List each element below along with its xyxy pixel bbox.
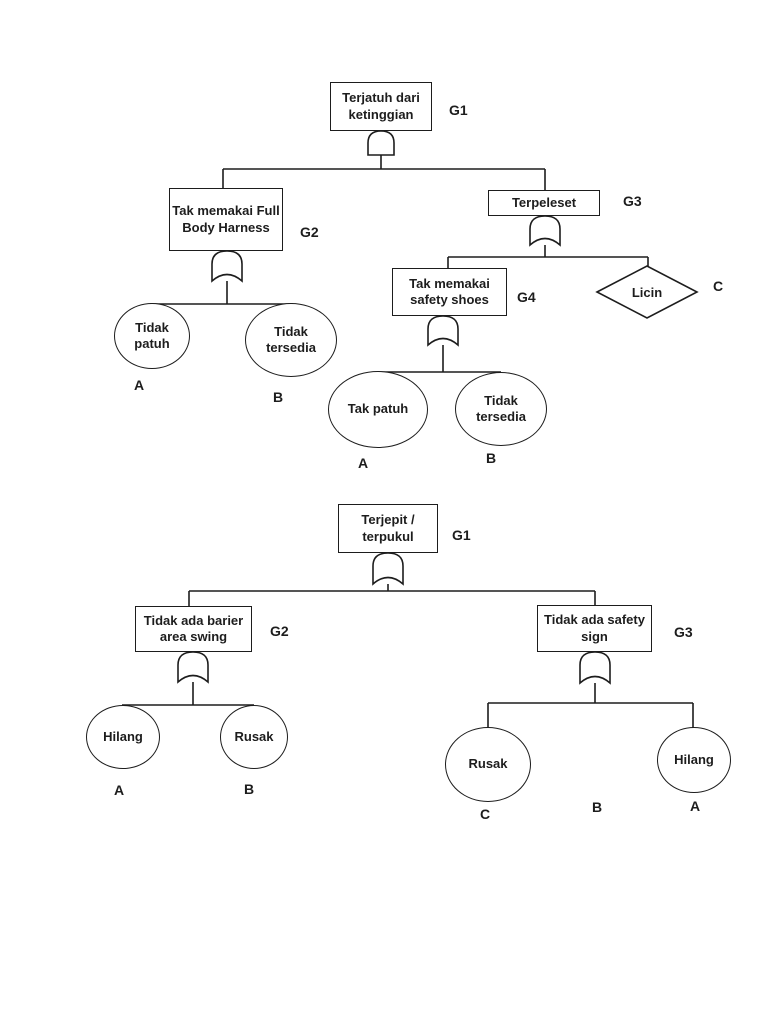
event-code-b: B [486,450,497,466]
undeveloped-event-label-licin: Licin [631,284,663,300]
gate-label-g1: G1 [452,527,471,543]
event-code-a: A [690,798,701,814]
or-gate-icon [427,315,459,347]
or-gate-icon [579,651,611,685]
gate-label-g4: G4 [517,289,536,305]
basic-event-circle-tidak-tersedia: Tidak tersedia [455,372,547,446]
event-code-a: A [134,377,145,393]
or-gate-icon [372,552,404,586]
basic-event-circle-hilang: Hilang [86,705,160,769]
gate-label-g3: G3 [623,193,642,209]
gate-label-g2: G2 [270,623,289,639]
basic-event-circle-rusak: Rusak [445,727,531,802]
event-box-full-body-harness: Tak memakai Full Body Harness [169,188,283,251]
basic-event-circle-tidak-patuh: Tidak patuh [114,303,190,369]
event-code-b-floating: B [592,799,603,815]
event-code-b: B [244,781,255,797]
gate-label-g1: G1 [449,102,468,118]
top-event-box-terjepit: Terjepit / terpukul [338,504,438,553]
basic-event-circle-tidak-tersedia: Tidak tersedia [245,303,337,377]
event-code-c: C [480,806,491,822]
event-code-c: C [713,278,724,294]
gate-label-g3: G3 [674,624,693,640]
basic-event-circle-hilang: Hilang [657,727,731,793]
event-code-b: B [273,389,284,405]
or-gate-icon [177,651,209,684]
or-gate-icon [529,215,561,247]
basic-event-circle-tak-patuh: Tak patuh [328,371,428,448]
event-box-safety-shoes: Tak memakai safety shoes [392,268,507,316]
event-code-a: A [114,782,125,798]
or-gate-icon [211,250,243,283]
and-gate-icon [367,130,395,156]
event-box-safety-sign: Tidak ada safety sign [537,605,652,652]
event-box-terpeleset: Terpeleset [488,190,600,216]
event-box-barier-area-swing: Tidak ada barier area swing [135,606,252,652]
event-code-a: A [358,455,369,471]
basic-event-circle-rusak: Rusak [220,705,288,769]
gate-label-g2: G2 [300,224,319,240]
top-event-box-terjatuh: Terjatuh dari ketinggian [330,82,432,131]
